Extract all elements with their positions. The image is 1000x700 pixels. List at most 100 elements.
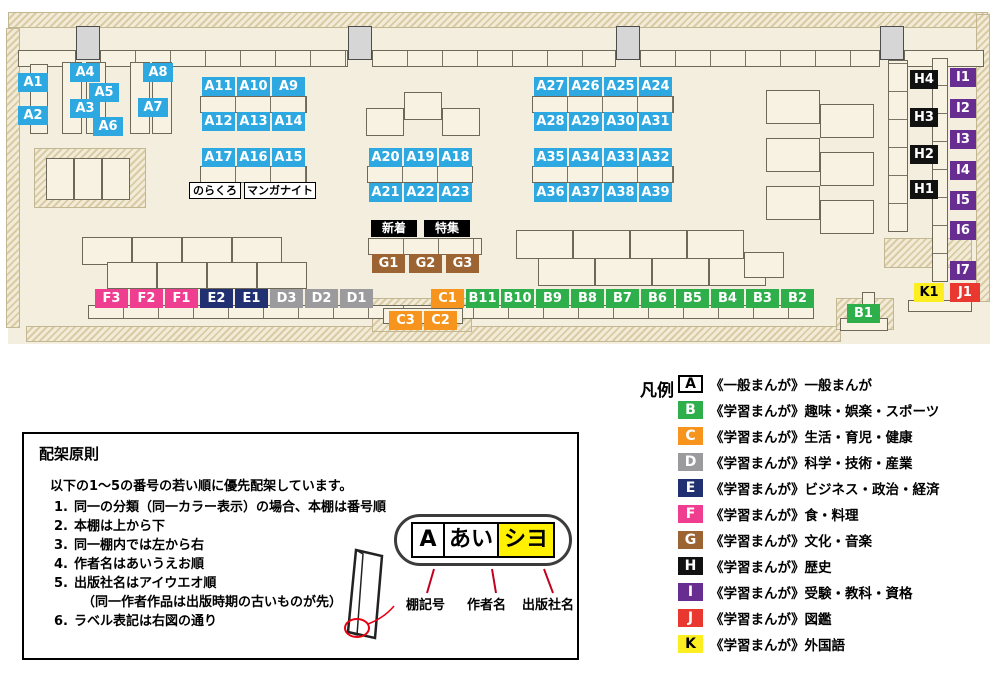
shelf-label-b11: B11 bbox=[466, 289, 499, 308]
shelf-label-c3: C3 bbox=[389, 311, 422, 330]
principles-rule: 5.出版社名はアイウエオ順 bbox=[54, 574, 386, 593]
legend-series: 《学習まんが》 bbox=[710, 429, 805, 446]
shelf-label-j1: J1 bbox=[950, 283, 980, 302]
map-text-label: マンガナイト bbox=[244, 182, 316, 199]
legend-chip-f: F bbox=[678, 504, 703, 523]
shelf-label-a3: A3 bbox=[70, 99, 100, 118]
shelf-label-a22: A22 bbox=[404, 183, 437, 202]
shelf-block bbox=[372, 50, 616, 67]
shelf-label-a27: A27 bbox=[534, 77, 567, 96]
shelf-label-d3: D3 bbox=[270, 289, 303, 308]
shelf-label-a7: A7 bbox=[138, 98, 168, 117]
legend-category: 科学・技術・産業 bbox=[804, 455, 913, 472]
legend-item-k: K《学習まんが》外国語 bbox=[678, 634, 940, 654]
legend-chip-b: B bbox=[678, 400, 703, 419]
legend-title: 凡例 bbox=[640, 381, 674, 401]
rule-number: 1. bbox=[54, 500, 68, 515]
legend-item-a: A《一般まんが》一般まんが bbox=[678, 374, 940, 394]
shelf-label-a6: A6 bbox=[93, 117, 123, 136]
legend-series: 《学習まんが》 bbox=[710, 533, 805, 550]
shelf-label-b4: B4 bbox=[711, 289, 744, 308]
legend-item-j: J《学習まんが》図鑑 bbox=[678, 608, 940, 628]
principles-rule: 4. 作者名はあいうえお順 bbox=[54, 555, 386, 574]
legend-series: 《一般まんが》 bbox=[710, 377, 805, 394]
rule-text: 同一の分類（同一カラー表示）の場合、本棚は番号順 bbox=[74, 500, 387, 515]
pillar bbox=[880, 26, 904, 60]
legend-item-d: D《学習まんが》科学・技術・産業 bbox=[678, 452, 940, 472]
rule-text: ラベル表記は右図の通り bbox=[74, 614, 218, 629]
shelf-block bbox=[102, 158, 130, 200]
shelf-block bbox=[200, 166, 307, 183]
shelf-label-i2: I2 bbox=[950, 99, 976, 118]
shelf-label-d1: D1 bbox=[340, 289, 373, 308]
principles-rule: 6. ラベル表記は右図の通り bbox=[54, 612, 386, 631]
principles-title: 配架原則 bbox=[39, 445, 100, 463]
shelf-label-a19: A19 bbox=[404, 148, 437, 167]
rule-text: 作者名はあいうえお順 bbox=[74, 557, 205, 572]
shelf-label-b7: B7 bbox=[606, 289, 639, 308]
shelf-block bbox=[766, 138, 820, 172]
shelf-label-a31: A31 bbox=[639, 112, 672, 131]
shelf-label-e2: E2 bbox=[200, 289, 233, 308]
shelf-block bbox=[157, 262, 207, 289]
shelf-label-i7: I7 bbox=[950, 261, 976, 280]
legend-item-f: F《学習まんが》食・料理 bbox=[678, 504, 940, 524]
principles-rule: 2.本棚は上から下 bbox=[54, 517, 386, 536]
shelf-block bbox=[232, 237, 282, 265]
principles-rule: 1. 同一の分類（同一カラー表示）の場合、本棚は番号順 bbox=[54, 498, 386, 517]
shelf-block bbox=[820, 104, 874, 138]
legend-category: 食・料理 bbox=[804, 507, 859, 524]
shelving-principles-panel: 配架原則 以下の1～5の番号の若い順に優先配架しています。 1.同一の分類（同一… bbox=[22, 432, 579, 660]
shelf-label-a33: A33 bbox=[604, 148, 637, 167]
shelf-label-g3: G3 bbox=[446, 254, 479, 273]
shelf-label-a8: A8 bbox=[143, 63, 173, 82]
shelf-label-b5: B5 bbox=[676, 289, 709, 308]
shelf-label-a10: A10 bbox=[237, 77, 270, 96]
shelf-block bbox=[820, 200, 874, 234]
rule-text: 本棚は上から下 bbox=[74, 519, 166, 534]
shelf-label-d2: D2 bbox=[305, 289, 338, 308]
shelf-label-a1: A1 bbox=[18, 73, 48, 92]
shelf-label-h1: H1 bbox=[910, 180, 938, 199]
shelf-label-a23: A23 bbox=[439, 183, 472, 202]
shelf-label-e1: E1 bbox=[235, 289, 268, 308]
shelf-label-a16: A16 bbox=[237, 148, 270, 167]
legend-chip-g: G bbox=[678, 530, 703, 549]
shelf-label-a18: A18 bbox=[439, 148, 472, 167]
shelf-label-a12: A12 bbox=[202, 112, 235, 131]
shelf-block bbox=[538, 258, 595, 286]
map-text-label: 新着 bbox=[371, 220, 417, 237]
shelf-label-c2: C2 bbox=[424, 311, 457, 330]
shelf-label-b9: B9 bbox=[536, 289, 569, 308]
rule-number: 6. bbox=[54, 614, 68, 629]
map-text-label: 特集 bbox=[424, 220, 470, 237]
legend-category: 図鑑 bbox=[804, 611, 832, 628]
shelf-label-a26: A26 bbox=[569, 77, 602, 96]
shelf-label-a35: A35 bbox=[534, 148, 567, 167]
walkway-hatch bbox=[8, 12, 988, 28]
shelf-block bbox=[366, 108, 404, 136]
pillar bbox=[348, 26, 372, 60]
legend-chip-h: H bbox=[678, 556, 703, 575]
pointer-label-1: 棚記号 bbox=[406, 598, 446, 613]
principles-rule: （同一作者作品は出版時期の古いものが先） bbox=[54, 593, 386, 612]
shelf-label-i3: I3 bbox=[950, 130, 976, 149]
legend-series: 《学習まんが》 bbox=[710, 403, 805, 420]
shelf-block bbox=[132, 237, 182, 265]
label-publisher-box: シヨ bbox=[497, 522, 555, 558]
shelf-label-h4: H4 bbox=[910, 70, 938, 89]
shelf-label-i1: I1 bbox=[950, 68, 976, 87]
rule-number: 4. bbox=[54, 557, 68, 572]
book-spine-icon bbox=[344, 548, 395, 640]
shelf-label-a39: A39 bbox=[639, 183, 672, 202]
rule-number: 3. bbox=[54, 538, 68, 553]
legend-category: 趣味・娯楽・スポーツ bbox=[804, 403, 940, 420]
walkway-hatch bbox=[976, 14, 990, 302]
shelf-block bbox=[532, 96, 674, 113]
legend-item-h: H《学習まんが》歴史 bbox=[678, 556, 940, 576]
shelf-label-f1: F1 bbox=[165, 289, 198, 308]
shelf-label-h3: H3 bbox=[910, 108, 938, 127]
shelf-block bbox=[442, 108, 480, 136]
